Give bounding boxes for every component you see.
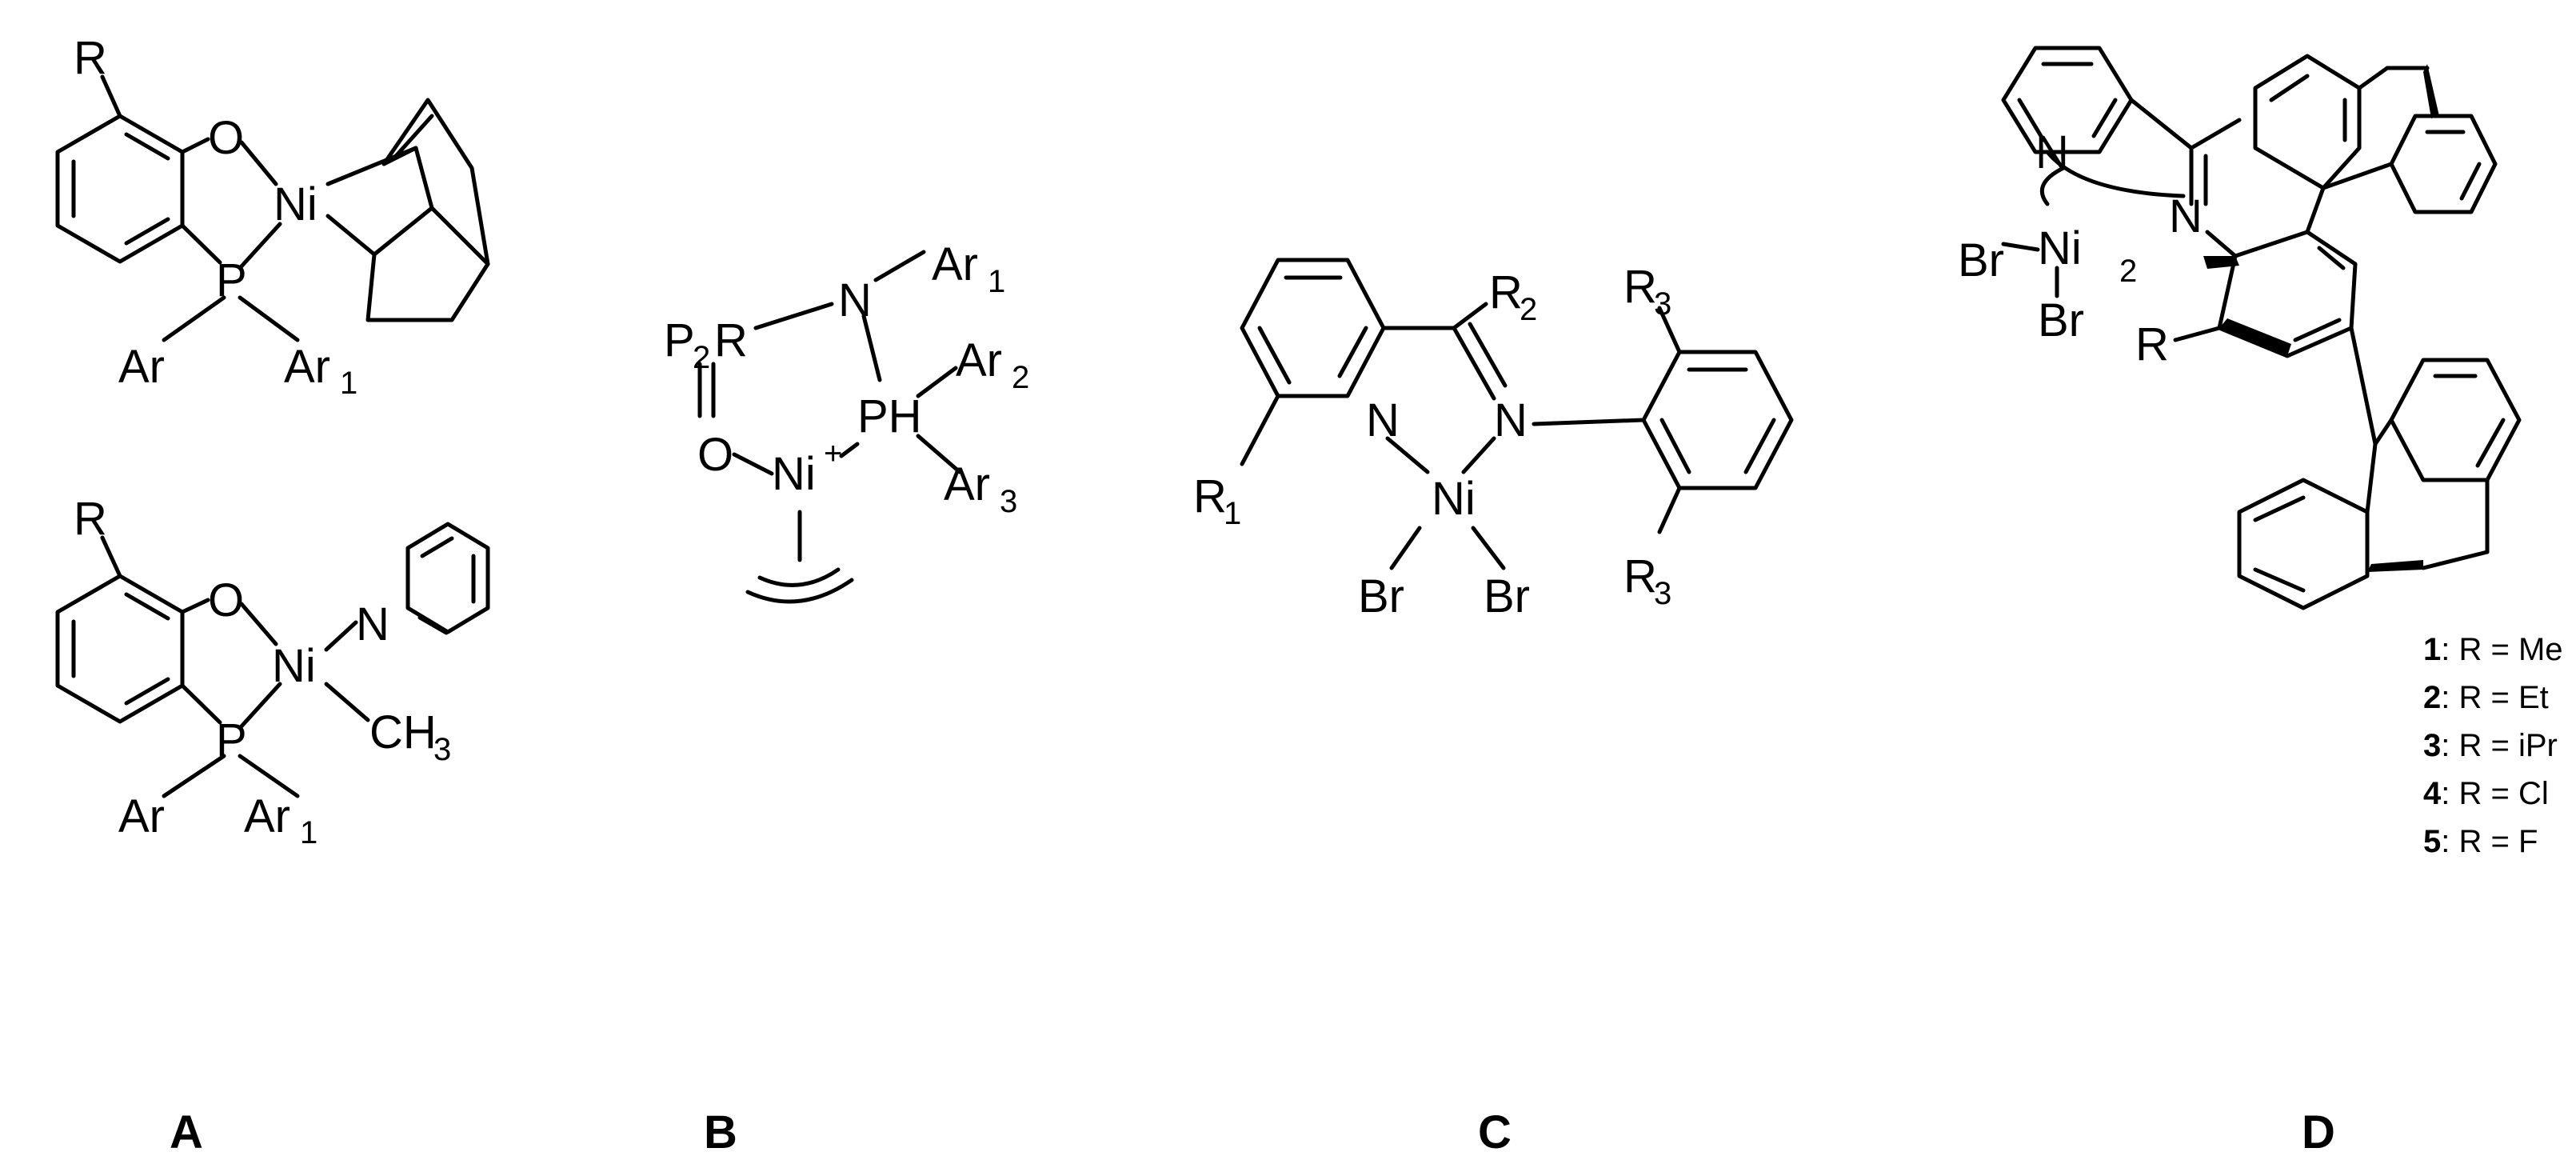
atom-n-imine: N <box>2169 190 2203 242</box>
compound-1: 1: R = Me <box>2423 632 2563 667</box>
atom-r3: R <box>1623 550 1657 602</box>
atom-n: N <box>838 274 872 326</box>
atom-ar1: Ar <box>284 341 330 393</box>
atom-ni: Ni <box>1432 473 1476 525</box>
structure-a-bottom: R O Ni P N CH 3 Ar Ar 1 <box>55 493 490 850</box>
atom-o: O <box>208 112 244 164</box>
subscript-3: 3 <box>433 732 451 767</box>
subscript-2: 2 <box>1520 292 1537 327</box>
panel-label-d: D <box>2302 1106 2335 1158</box>
atom-o: O <box>208 574 244 626</box>
atom-r: R <box>714 314 748 366</box>
subscript-1: 1 <box>1224 496 1241 531</box>
atom-o: O <box>697 429 733 481</box>
atom-r2: R <box>1489 266 1523 318</box>
subscript-3: 3 <box>1654 286 1671 322</box>
structure-b: P 2 R N Ar 1 PH Ar 2 O Ni + Ar 3 <box>664 238 1029 604</box>
atom-p: P <box>216 714 247 766</box>
compound-4: 4: R = Cl <box>2423 776 2549 811</box>
panel-label-b: B <box>704 1106 737 1158</box>
atom-ni: Ni <box>2038 222 2082 274</box>
atom-n-pyridine: N <box>1366 394 1400 446</box>
atom-n-pyridine: N <box>2035 126 2069 178</box>
atom-r: R <box>74 493 107 545</box>
subscript-3: 3 <box>1000 484 1017 519</box>
compound-3: 3: R = iPr <box>2423 728 2558 763</box>
structure-d: N N Ni 2 Br Br R <box>1958 46 2522 610</box>
compound-2: 2: R = Et <box>2423 680 2549 715</box>
atom-n: N <box>356 598 389 650</box>
atom-p: P <box>216 254 247 306</box>
atom-r: R <box>74 32 107 84</box>
subscript-1: 1 <box>300 815 318 850</box>
atom-ni: Ni <box>772 448 816 500</box>
atom-ni: Ni <box>274 178 318 230</box>
panel-label-c: C <box>1478 1106 1512 1158</box>
methyl-ch: CH <box>369 706 437 758</box>
atom-br: Br <box>1358 570 1404 622</box>
atom-br: Br <box>2038 294 2084 346</box>
atom-ar3: Ar <box>944 458 990 510</box>
atom-ph: PH <box>857 390 922 442</box>
compound-legend: 1: R = Me 2: R = Et 3: R = iPr 4: R = Cl… <box>2423 632 2563 859</box>
subscript-1: 1 <box>988 264 1005 299</box>
atom-r: R <box>2135 318 2169 370</box>
atom-n-imine: N <box>1494 394 1528 446</box>
panel-label-a: A <box>170 1106 203 1158</box>
structure-a-top: R O Ni P Ar Ar 1 <box>55 32 490 401</box>
atom-br: Br <box>1484 570 1530 622</box>
subscript-2: 2 <box>1012 360 1029 395</box>
atom-ni: Ni <box>272 640 316 692</box>
atom-ar: Ar <box>118 341 165 393</box>
subscript-2: 2 <box>693 340 710 375</box>
structure-c: N N Ni Br Br R 1 R 2 R 3 R 3 <box>1193 258 1794 622</box>
atom-ar: Ar <box>118 790 165 842</box>
subscript-3: 3 <box>1654 576 1671 611</box>
atom-p2r: P <box>664 314 695 366</box>
subscript-1: 1 <box>340 366 357 401</box>
atom-ar2: Ar <box>956 334 1002 386</box>
atom-r3: R <box>1623 261 1657 313</box>
subscript-2: 2 <box>2119 254 2137 289</box>
atom-ar1: Ar <box>244 790 290 842</box>
atom-r1: R <box>1193 470 1227 522</box>
compound-5: 5: R = F <box>2423 824 2538 859</box>
charge-plus: + <box>824 436 842 471</box>
atom-ar1: Ar <box>932 238 978 290</box>
atom-br: Br <box>1958 234 2004 286</box>
